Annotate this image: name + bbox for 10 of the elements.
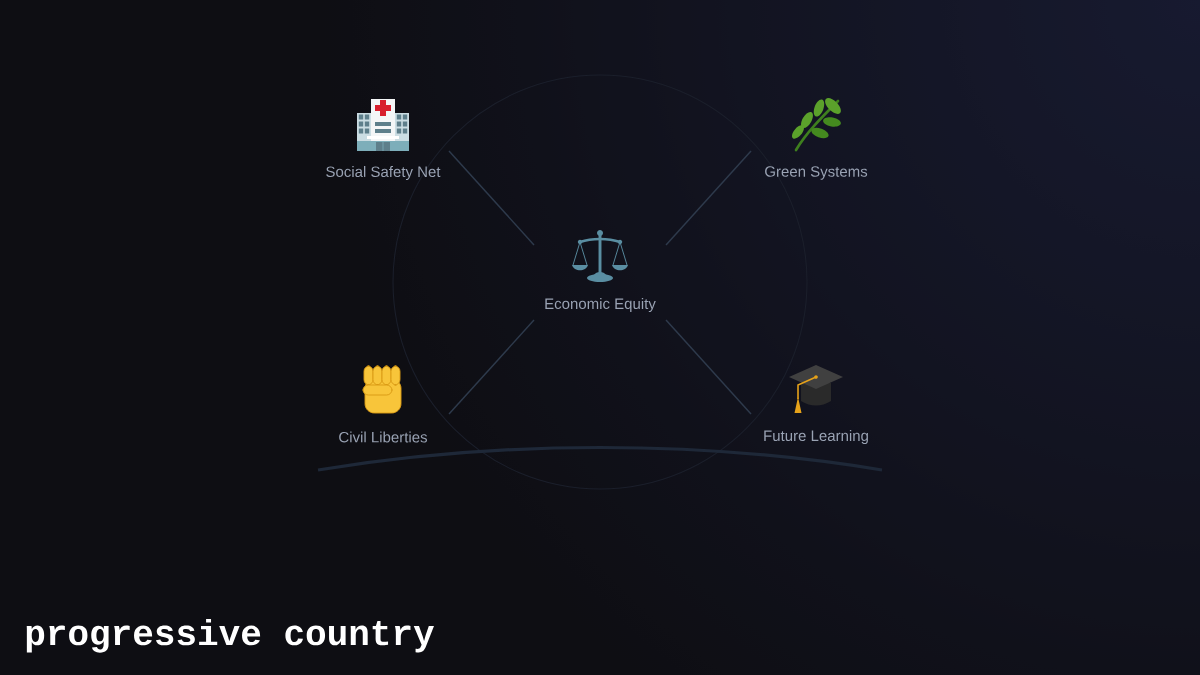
node-label: Social Safety Net — [326, 166, 441, 180]
title: progressive country — [26, 618, 434, 653]
node-label: Civil Liberties — [339, 431, 428, 443]
connector-line — [665, 150, 752, 246]
connector-line — [448, 150, 535, 246]
node-label: Future Learning — [764, 430, 868, 444]
node-label: Green Systems — [765, 166, 868, 180]
connector-line — [665, 319, 752, 415]
connector-line — [448, 319, 535, 415]
node-label: Economic Equity — [545, 298, 656, 312]
